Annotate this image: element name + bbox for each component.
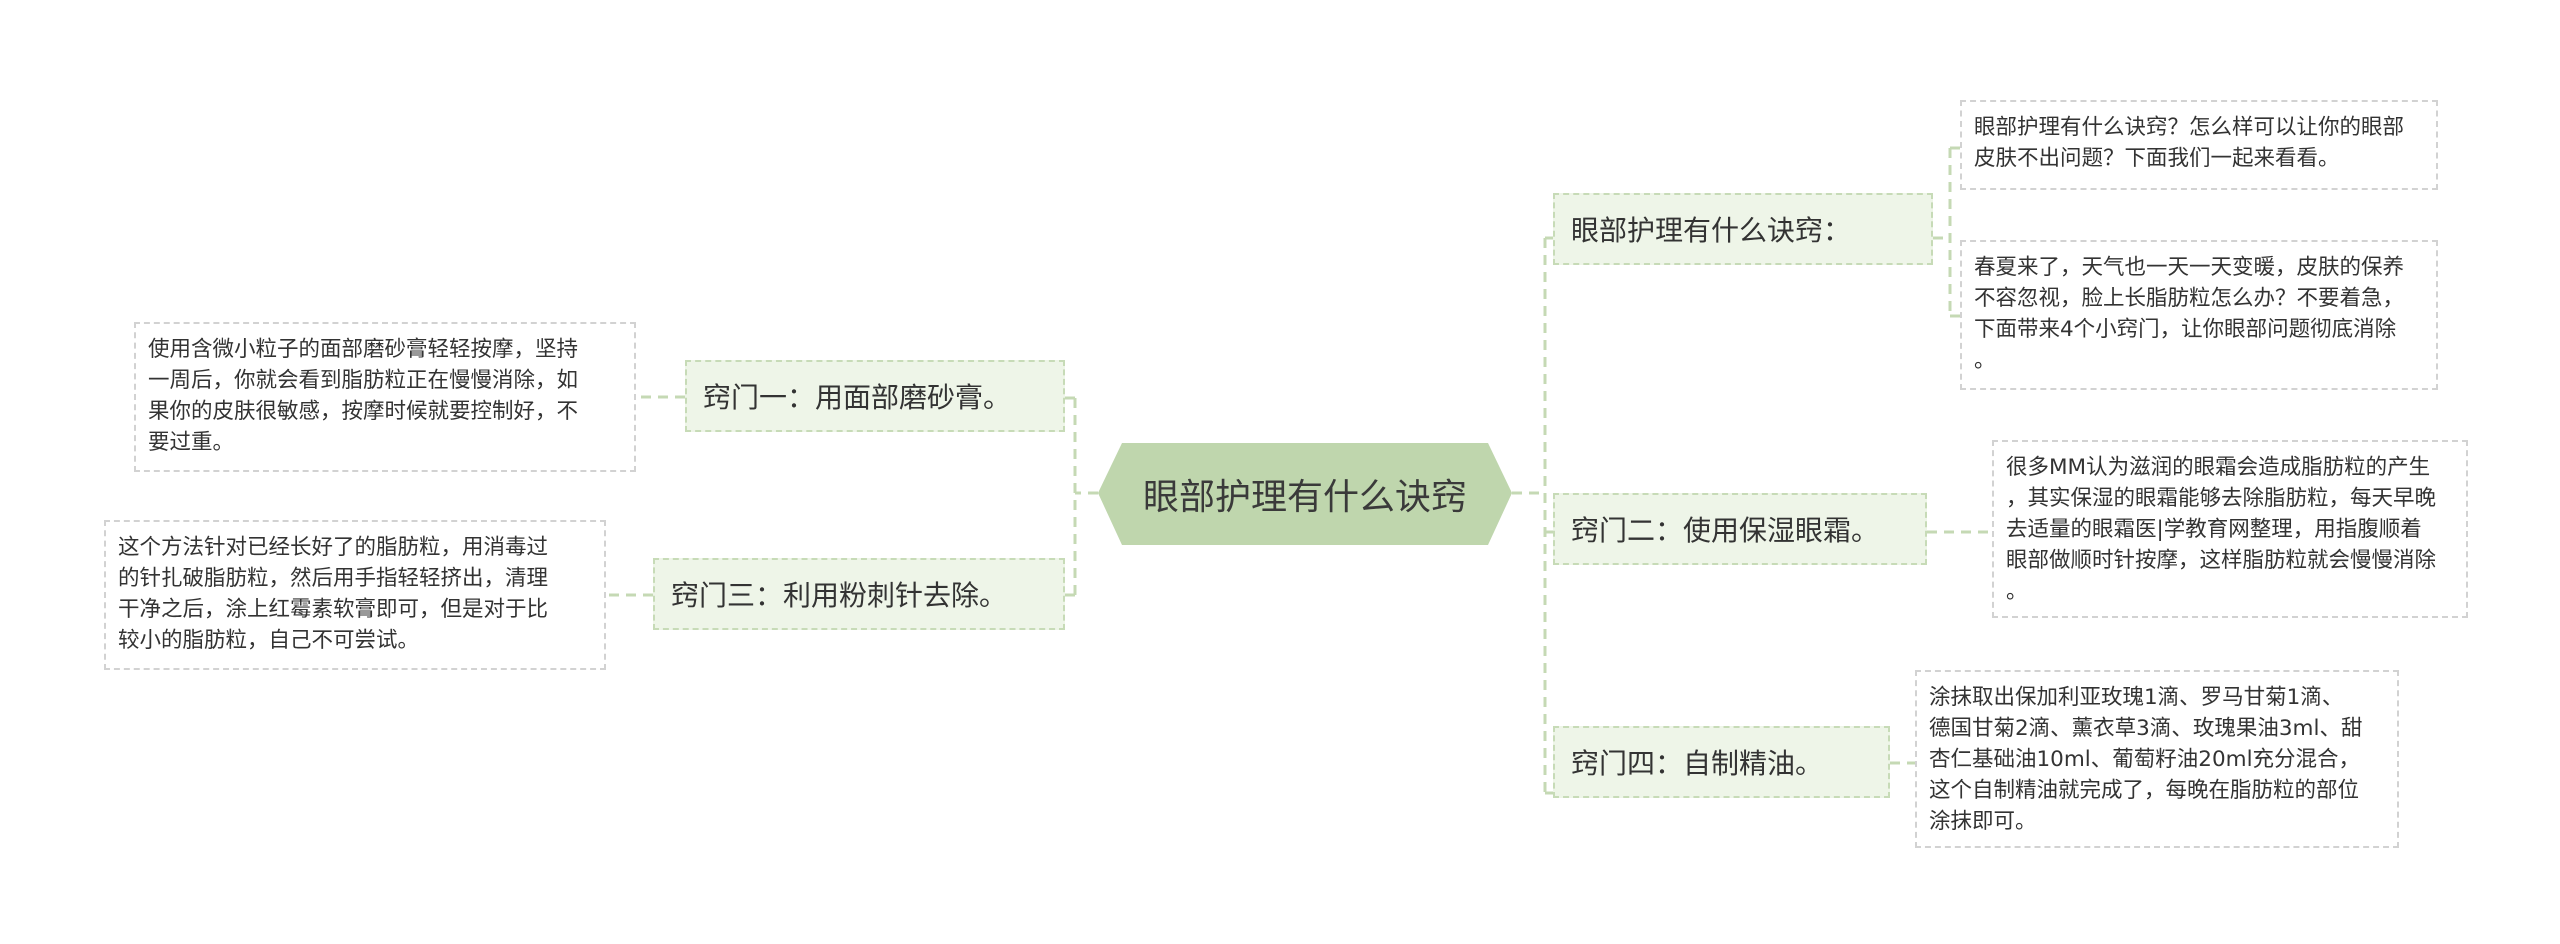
note-branch-4: 使用含微小粒子的面部磨砂膏轻轻按摩，坚持 一周后，你就会看到脂肪粒正在慢慢消除，… [134, 322, 636, 472]
note-branch-3: 涂抹取出保加利亚玫瑰1滴、罗马甘菊1滴、 德国甘菊2滴、薰衣草3滴、玫瑰果油3m… [1915, 670, 2399, 848]
branch-node-1: 眼部护理有什么诀窍： [1553, 193, 1933, 265]
root-node-shape [1098, 443, 1512, 545]
root-node-label: 眼部护理有什么诀窍 [1142, 477, 1467, 518]
branch-node-3: 窍门四：自制精油。 [1553, 726, 1890, 798]
note-branch-2: 很多MM认为滋润的眼霜会造成脂肪粒的产生 ，其实保湿的眼霜能够去除脂肪粒，每天早… [1992, 440, 2468, 618]
connector-branch-1-notes [1933, 146, 1960, 318]
branch-node-4: 窍门一：用面部磨砂膏。 [685, 360, 1065, 432]
note-branch-1-b: 春夏来了，天气也一天一天变暖，皮肤的保养 不容忽视，脸上长脂肪粒怎么办？不要着急… [1960, 240, 2438, 390]
branch-node-2: 窍门二：使用保湿眼霜。 [1553, 493, 1927, 565]
note-branch-1-a: 眼部护理有什么诀窍？怎么样可以让你的眼部 皮肤不出问题？下面我们一起来看看。 [1960, 100, 2438, 190]
note-branch-5: 这个方法针对已经长好了的脂肪粒，用消毒过 的针扎破脂肪粒，然后用手指轻轻挤出，清… [104, 520, 606, 670]
branch-node-5: 窍门三：利用粉刺针去除。 [653, 558, 1065, 630]
